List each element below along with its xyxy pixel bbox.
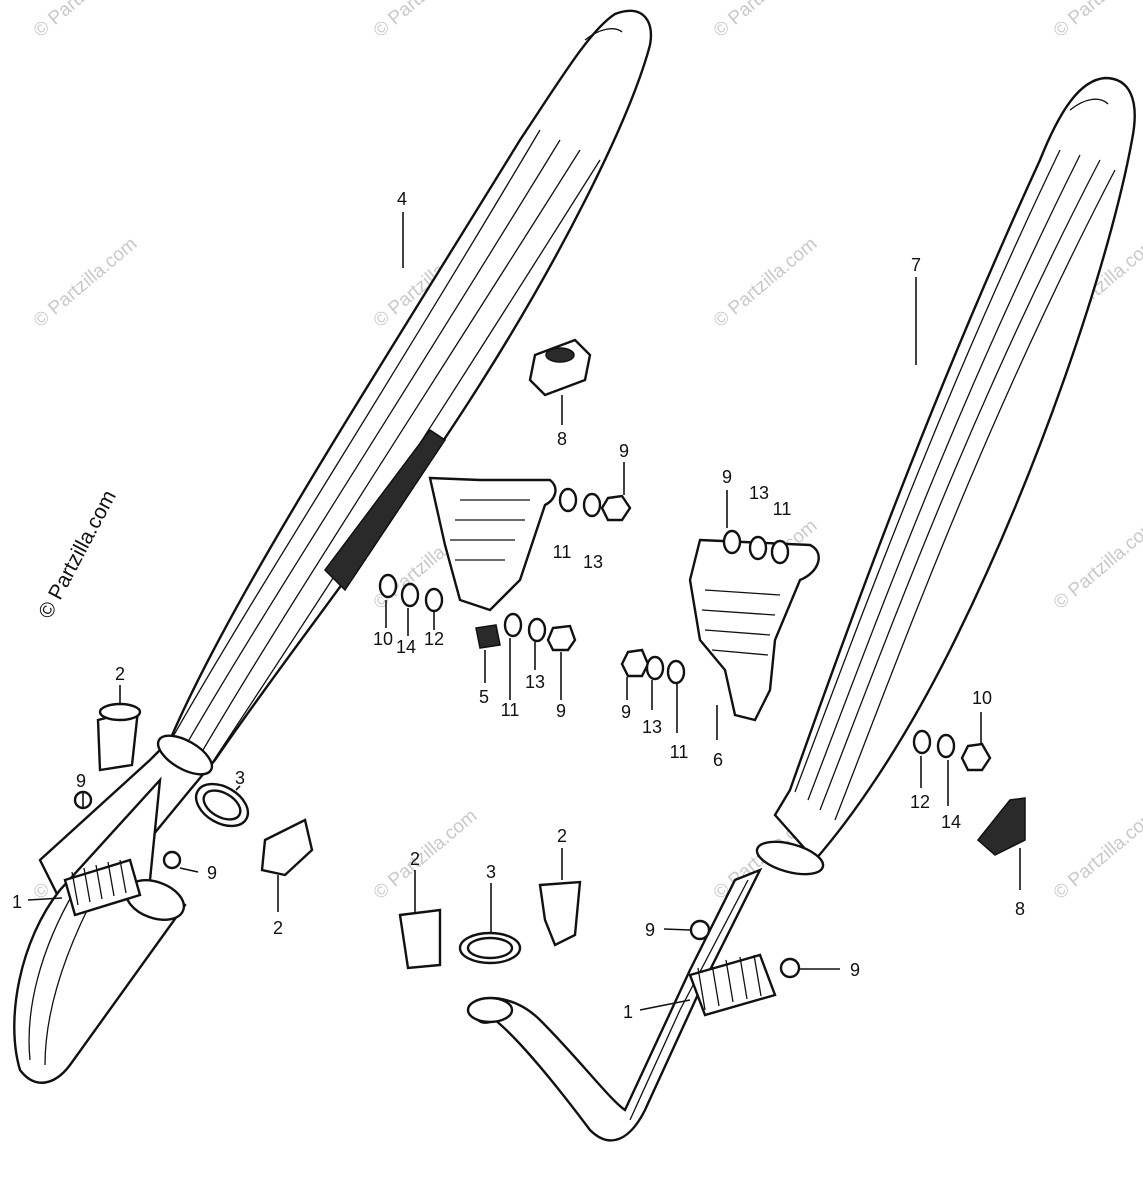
left-muffler	[38, 9, 653, 933]
callout-14: 14	[396, 637, 416, 657]
watermark: © Partzilla.com	[1050, 515, 1143, 613]
callout-12: 12	[910, 792, 930, 812]
hardware-parts	[73, 338, 1026, 979]
callout-9: 9	[645, 920, 655, 940]
left-exhaust-pipe	[13, 776, 187, 1084]
callout-2: 2	[273, 918, 283, 938]
callout-11: 11	[553, 542, 572, 562]
callout-9: 9	[76, 771, 86, 791]
watermark-vertical: © Partzilla.com	[34, 487, 121, 623]
right-exhaust-pipe	[466, 867, 777, 1142]
watermark: © Partzilla.com	[710, 0, 822, 42]
callout-9: 9	[621, 702, 631, 722]
callout-5: 5	[479, 687, 489, 707]
callout-9: 9	[722, 467, 732, 487]
watermark: © Partzilla.com	[30, 0, 142, 42]
watermark: © Partzilla.com	[1050, 805, 1143, 903]
callout-11: 11	[501, 700, 520, 720]
callout-10: 10	[972, 688, 992, 708]
callout-1: 1	[12, 892, 22, 912]
watermark: © Partzilla.com	[370, 0, 482, 42]
callout-2: 2	[410, 849, 420, 869]
callout-8: 8	[1015, 899, 1025, 919]
callout-11: 11	[670, 742, 689, 762]
callout-12: 12	[424, 629, 444, 649]
callout-9: 9	[556, 701, 566, 721]
callout-3: 3	[235, 768, 245, 788]
callout-8: 8	[557, 429, 567, 449]
watermark: © Partzilla.com	[1050, 0, 1143, 42]
leader-lines	[27, 212, 1021, 1011]
callout-13: 13	[525, 672, 545, 692]
callout-3: 3	[486, 862, 496, 882]
watermark: © Partzilla.com	[30, 233, 142, 331]
right-muffler	[755, 76, 1136, 876]
callout-9: 9	[207, 863, 217, 883]
callout-7: 7	[911, 255, 921, 275]
callout-2: 2	[557, 826, 567, 846]
callout-14: 14	[941, 812, 961, 832]
callout-9: 9	[619, 441, 629, 461]
watermark: © Partzilla.com	[370, 805, 482, 903]
callout-9: 9	[850, 960, 860, 980]
watermark: © Partzilla.com	[710, 233, 822, 331]
callout-labels: 4 7 8 9 11 13 10 14 12 5 11 13 9 9 13 11…	[12, 189, 1025, 1022]
callout-13: 13	[749, 483, 769, 503]
callout-13: 13	[642, 717, 662, 737]
right-bracket	[688, 538, 820, 722]
callout-11: 11	[773, 499, 792, 519]
callout-13: 13	[583, 552, 603, 572]
callout-10: 10	[373, 629, 393, 649]
callout-6: 6	[713, 750, 723, 770]
callout-1: 1	[623, 1002, 633, 1022]
callout-2: 2	[115, 664, 125, 684]
callout-4: 4	[397, 189, 407, 209]
